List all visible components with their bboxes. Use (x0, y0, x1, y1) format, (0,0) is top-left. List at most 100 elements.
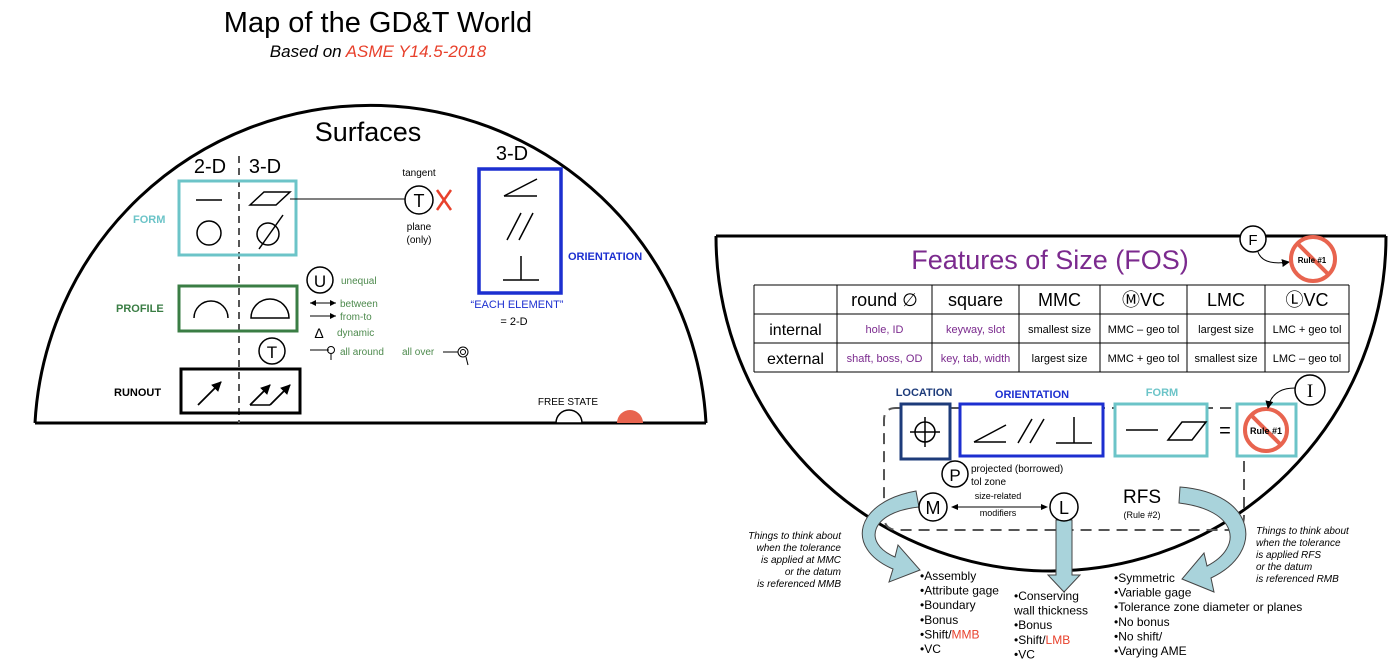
rule1-icon-partial (617, 410, 643, 423)
list-item: •Shift/LMB (1014, 633, 1070, 647)
mmc-modifier-symbol: M (926, 498, 941, 518)
page-title: Map of the GD&T World (224, 7, 532, 39)
list-item: •Bonus (1014, 618, 1052, 632)
profile-of-surface-icon (250, 298, 290, 319)
mmc-list: •Assembly•Attribute gage•Boundary•Bonus•… (920, 569, 999, 656)
all-over-label: all over (402, 347, 435, 358)
unequal-icon (306, 266, 334, 294)
table-row-label: external (767, 351, 824, 368)
list-item: •Conserving (1014, 589, 1079, 603)
fos-orientation-label: ORIENTATION (995, 389, 1069, 401)
not-allowed-x-icon (435, 189, 453, 211)
list-item: •No shift/ (1114, 629, 1163, 643)
circularity-icon (196, 220, 222, 246)
form-box (177, 179, 298, 257)
rfs-curved-arrow (1178, 486, 1247, 593)
col-3d-label: 3-D (249, 156, 281, 178)
list-item: •Attribute gage (920, 584, 999, 598)
form-equals: = (1219, 420, 1231, 442)
position-icon (910, 417, 940, 447)
note-line: is applied at MMC (761, 555, 842, 566)
table-cell: smallest size (1028, 324, 1091, 336)
rfs-list: •Symmetric•Variable gage•Tolerance zone … (1114, 571, 1302, 658)
rule2-label: (Rule #2) (1123, 510, 1160, 520)
flatness-icon (248, 191, 292, 206)
surfaces-dome (33, 103, 708, 424)
table-header-cell: LMC (1207, 290, 1245, 310)
tangent-modifier-icon (258, 337, 286, 365)
location-label: LOCATION (896, 387, 953, 399)
free-state-icon (555, 409, 583, 424)
profile-of-line-icon (193, 300, 229, 319)
form-label: FORM (133, 214, 165, 226)
list-item: wall thickness (1013, 604, 1088, 618)
circular-runout-icon (197, 381, 222, 406)
list-item: •Varying AME (1114, 644, 1187, 658)
table-cell: keyway, slot (946, 324, 1005, 336)
tangent-label: tangent (402, 168, 436, 179)
total-runout-icon (249, 384, 291, 406)
table-cell: shaft, boss, OD (847, 353, 923, 365)
list-item: •VC (920, 642, 941, 656)
tangent-only-label: (only) (406, 235, 431, 246)
between-arrow-icon (310, 300, 336, 306)
from-to-arrow-icon (310, 313, 336, 319)
list-item: •Assembly (920, 569, 976, 583)
list-item: •Variable gage (1114, 586, 1192, 600)
from-to-label: from-to (340, 312, 372, 323)
size-related-label-2: modifiers (980, 508, 1017, 518)
dynamic-label: dynamic (337, 328, 374, 339)
list-item: •Boundary (920, 598, 976, 612)
fos-orientation-box (958, 402, 1105, 458)
unequal-symbol: U (314, 272, 326, 291)
perpendicularity-icon (503, 256, 539, 281)
independency-icon (1294, 374, 1326, 406)
note-line: when the tolerance (756, 543, 841, 554)
table-cell: key, tab, width (941, 353, 1011, 365)
tangent-plane-icon (404, 185, 434, 215)
all-around-label: all around (340, 347, 384, 358)
rule1-top-label: Rule #1 (1298, 256, 1327, 265)
size-related-label-1: size-related (975, 491, 1022, 501)
note-line: Things to think about (1256, 526, 1350, 537)
fos-form-box (1113, 402, 1209, 458)
list-item: •Bonus (920, 613, 958, 627)
projected-zone-symbol: P (949, 466, 960, 485)
tangent-symbol: T (414, 191, 425, 211)
rule1-form-label: Rule #1 (1250, 426, 1282, 436)
rfs-label: RFS (1123, 487, 1161, 508)
surfaces-heading: Surfaces (315, 117, 422, 147)
note-line: Things to think about (748, 531, 842, 542)
projected-label-2: tol zone (971, 477, 1006, 488)
list-item: •VC (1014, 647, 1035, 661)
free-state-label: FREE STATE (538, 397, 599, 408)
table-cell: MMC – geo tol (1108, 324, 1180, 336)
lmc-modifier-icon (1049, 492, 1079, 522)
all-around-icon (310, 346, 335, 360)
unequal-label: unequal (341, 276, 377, 287)
col-2d-label: 2-D (194, 156, 226, 178)
fos-form-label: FORM (1146, 387, 1178, 399)
tangent-modifier-symbol: T (267, 343, 277, 362)
independency-arrow (1265, 387, 1296, 409)
no-rule1-icon (1243, 407, 1289, 453)
list-item: •Shift/MMB (920, 627, 980, 641)
free-state-fos-symbol: F (1248, 232, 1257, 249)
note-line: is referenced RMB (1256, 574, 1339, 585)
table-header-cell: square (948, 290, 1003, 310)
lmc-modifier-symbol: L (1059, 498, 1069, 518)
note-line: or the datum (1256, 562, 1312, 573)
orientation-label: ORIENTATION (568, 251, 642, 263)
table-cell: hole, ID (866, 324, 904, 336)
each-element-label: “EACH ELEMENT” (471, 299, 564, 311)
table-header-cell: round ∅ (851, 290, 918, 310)
note-line: when the tolerance (1256, 538, 1341, 549)
fos-heading: Features of Size (FOS) (911, 245, 1189, 275)
projected-label-1: projected (borrowed) (971, 464, 1063, 475)
all-over-icon (443, 346, 469, 366)
table-cell: largest size (1198, 324, 1254, 336)
between-label: between (340, 299, 378, 310)
